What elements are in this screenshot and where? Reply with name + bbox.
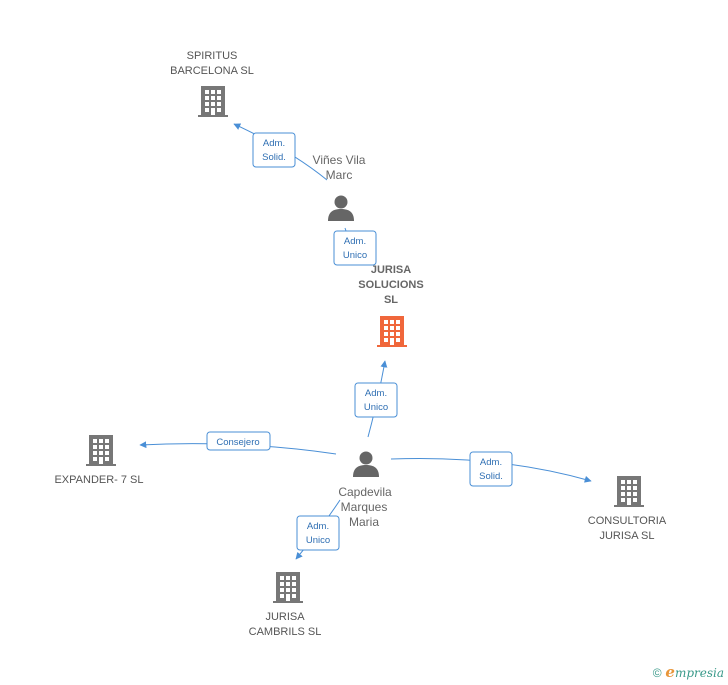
company-node-cambrils[interactable]: JURISA CAMBRILS SL <box>249 572 322 638</box>
edge-label-vines-spiritus[interactable]: Adm. Solid. <box>252 132 296 168</box>
edge-label-line1: Adm. <box>263 138 285 149</box>
person-node-capdevila[interactable]: Capdevila Marques Maria <box>338 451 392 530</box>
building-icon <box>614 476 644 507</box>
building-icon <box>273 572 303 603</box>
person-label-line1: Viñes Vila <box>313 153 366 167</box>
company-node-spiritus[interactable]: SPIRITUS BARCELONA SL <box>170 50 254 117</box>
edge-label-line1: Adm. <box>365 388 387 399</box>
copyright-symbol: © <box>652 666 662 680</box>
edge-label-line2: Unico <box>306 535 330 546</box>
edge-label-capdevila-cambrils[interactable]: Adm. Unico <box>296 515 340 551</box>
edge-label-line1: Adm. <box>344 236 366 247</box>
company-label-line3: SL <box>384 294 398 306</box>
edge-label-line1: Adm. <box>307 521 329 532</box>
company-label-line2: JURISA SL <box>599 530 654 542</box>
person-icon <box>353 451 379 477</box>
edge-label-line1: Adm. <box>480 457 502 468</box>
person-icon <box>328 195 354 221</box>
edge-label-line2: Unico <box>343 250 367 261</box>
company-node-expander[interactable]: EXPANDER- 7 SL <box>54 435 144 486</box>
person-label-line1: Capdevila <box>338 485 392 499</box>
company-label-line1: JURISA <box>265 611 305 623</box>
edge-label-line1: Consejero <box>216 437 259 448</box>
edge-label-line2: Unico <box>364 402 388 413</box>
edge-label-capdevila-expander[interactable]: Consejero <box>206 431 271 451</box>
edge-label-line2: Solid. <box>262 152 286 163</box>
brand-initial: e <box>665 663 675 681</box>
company-label-line2: SOLUCIONS <box>358 279 423 291</box>
company-label-line1: SPIRITUS <box>187 50 238 62</box>
company-node-jurisa-solucions[interactable]: JURISA SOLUCIONS SL <box>358 264 424 347</box>
company-node-consultoria[interactable]: CONSULTORIA JURISA SL <box>588 476 667 542</box>
empresia-watermark: © empresia <box>653 663 724 681</box>
edge-label-capdevila-jurisa[interactable]: Adm. Unico <box>354 382 398 418</box>
brand-name: mpresia <box>674 666 724 680</box>
edge-label-vines-jurisa[interactable]: Adm. Unico <box>333 230 377 266</box>
company-label-line1: EXPANDER- 7 SL <box>54 474 143 486</box>
person-label-line2: Marques <box>341 500 388 514</box>
building-icon <box>86 435 116 466</box>
person-label-line2: Marc <box>326 168 353 182</box>
edge-label-line2: Solid. <box>479 471 503 482</box>
building-icon <box>377 316 407 347</box>
edge-label-capdevila-consultoria[interactable]: Adm. Solid. <box>469 451 513 487</box>
company-label-line2: CAMBRILS SL <box>249 626 322 638</box>
company-label-line1: JURISA <box>371 264 411 276</box>
company-label-line2: BARCELONA SL <box>170 65 254 77</box>
person-node-vines[interactable]: Viñes Vila Marc <box>313 153 366 221</box>
building-icon <box>198 86 228 117</box>
person-label-line3: Maria <box>349 515 379 529</box>
company-label-line1: CONSULTORIA <box>588 515 667 527</box>
